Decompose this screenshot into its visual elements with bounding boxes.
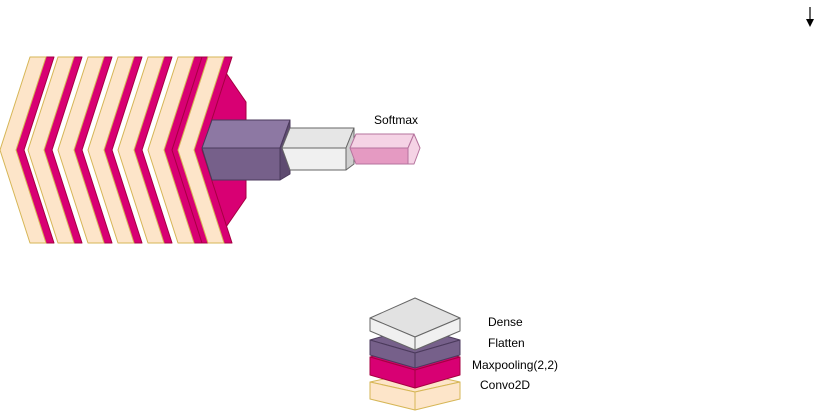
flatten-block-front	[201, 147, 281, 181]
softmax-block-top	[349, 133, 415, 149]
dense-block	[281, 127, 355, 171]
dense-block-top	[281, 127, 355, 149]
legend: Dense Flatten Maxpooling(2,2) Convo2D	[369, 297, 558, 411]
softmax-block	[349, 133, 421, 165]
convo-layer-5	[57, 56, 105, 244]
convo-layer-6	[27, 56, 75, 244]
conv-maxpool-layer-stack	[0, 56, 247, 244]
convo-layer-1	[177, 56, 225, 244]
softmax-label: Softmax	[374, 113, 418, 127]
legend-label-dense: Dense	[488, 315, 523, 329]
dense-block-front	[281, 147, 347, 171]
convo-layer-2	[147, 56, 195, 244]
legend-label-maxpooling: Maxpooling(2,2)	[472, 358, 558, 372]
convo-layer-7	[0, 56, 47, 244]
legend-label-flatten: Flatten	[488, 336, 525, 350]
flatten-block-top	[201, 119, 291, 149]
softmax-block-front	[349, 147, 409, 165]
arrow-down-icon	[806, 7, 814, 27]
convo-layer-3	[117, 56, 165, 244]
legend-label-convo2d: Convo2D	[480, 378, 530, 392]
legend-icon-dense	[369, 297, 461, 351]
convo-layer-4	[87, 56, 135, 244]
flatten-block	[201, 119, 291, 181]
